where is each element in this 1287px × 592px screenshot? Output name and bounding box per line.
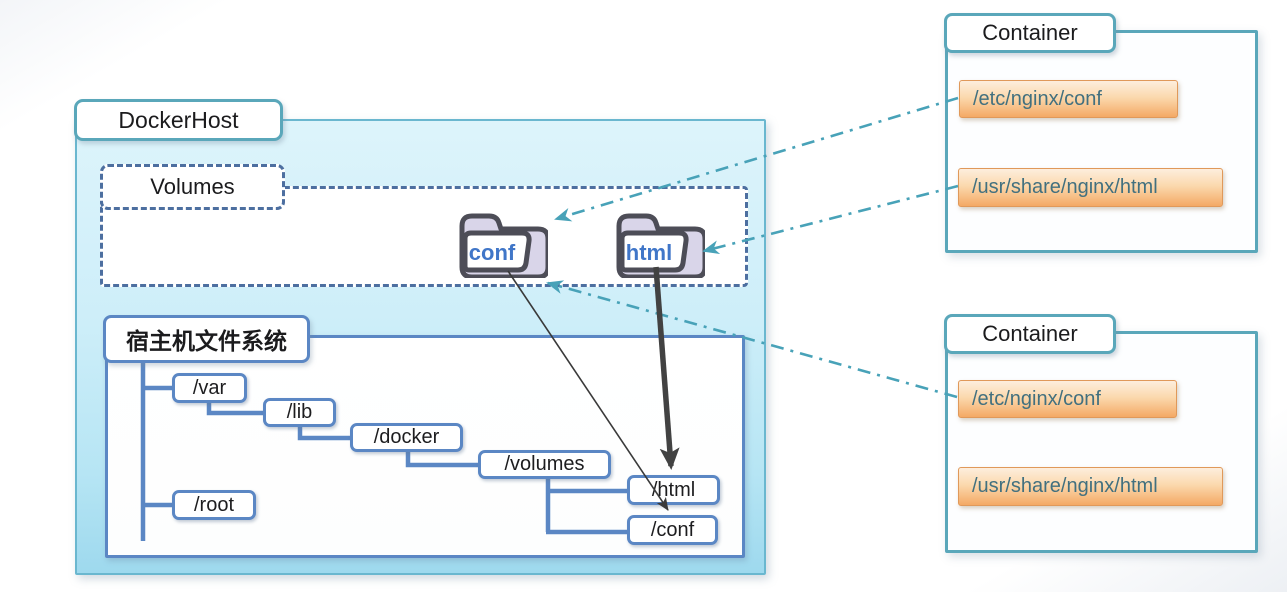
- folder-conf-label: conf: [469, 240, 516, 265]
- container-1-label: Container: [944, 13, 1116, 53]
- folder-front-shape: [462, 230, 532, 273]
- container-2-mount-etc-nginx-conf: /etc/nginx/conf: [958, 380, 1177, 418]
- host-filesystem-label: 宿主机文件系统: [103, 315, 310, 363]
- tree-node-html: /html: [627, 475, 720, 505]
- container-2-box: [945, 331, 1258, 553]
- container-2-label: Container: [944, 314, 1116, 354]
- tree-node-root: /root: [172, 490, 256, 520]
- container-2-mount-usr-share-nginx-html: /usr/share/nginx/html: [958, 467, 1223, 506]
- container-1-mount-etc-nginx-conf: /etc/nginx/conf: [959, 80, 1178, 118]
- container-1-mount-usr-share-nginx-html: /usr/share/nginx/html: [958, 168, 1223, 207]
- tree-node-var: /var: [172, 373, 247, 403]
- folder-front-shape: [619, 230, 689, 273]
- volumes-label: Volumes: [100, 164, 285, 210]
- folder-icon-html: html: [616, 213, 705, 278]
- folder-icon-conf: conf: [459, 213, 548, 278]
- tree-node-docker: /docker: [350, 423, 463, 452]
- tree-node-lib: /lib: [263, 398, 336, 427]
- container-1-box: [945, 30, 1258, 253]
- folder-html-label: html: [626, 240, 672, 265]
- tree-node-conf: /conf: [627, 515, 718, 545]
- tree-node-volumes: /volumes: [478, 450, 611, 479]
- dockerhost-label: DockerHost: [74, 99, 283, 141]
